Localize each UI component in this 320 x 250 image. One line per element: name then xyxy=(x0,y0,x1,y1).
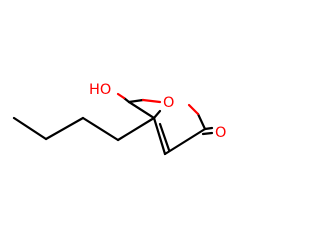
bond-c3-c4 xyxy=(81,116,120,142)
bond-c2-c3 xyxy=(44,116,85,141)
bond-c4-c3 xyxy=(152,116,167,156)
bond-c5-o1-black xyxy=(152,109,162,120)
hydroxyl-label: HO xyxy=(89,82,111,98)
molecule-structure: HO O O xyxy=(12,82,226,156)
bond-c2-o-double-a xyxy=(203,126,214,131)
bond-c5-ring-c xyxy=(127,100,156,120)
bond-c5-o1-red xyxy=(141,98,162,104)
bond-c2-o1-red xyxy=(187,103,200,116)
bond-c5-oh-red xyxy=(116,92,126,100)
ring-oxygen-label: O xyxy=(163,95,174,111)
bond-c2-o1-black xyxy=(196,112,207,131)
bond-c4-c3-inner xyxy=(158,122,171,152)
bond-c3-c2 xyxy=(163,127,207,156)
bond-c2-o-double-b xyxy=(201,131,214,136)
bond-c5-o1 xyxy=(127,98,145,104)
bond-c1-c2 xyxy=(12,116,48,141)
bond-c4-ring xyxy=(116,116,156,142)
carbonyl-oxygen-label: O xyxy=(215,125,226,141)
c5-bonds xyxy=(116,92,162,120)
butyl-chain xyxy=(12,116,156,142)
